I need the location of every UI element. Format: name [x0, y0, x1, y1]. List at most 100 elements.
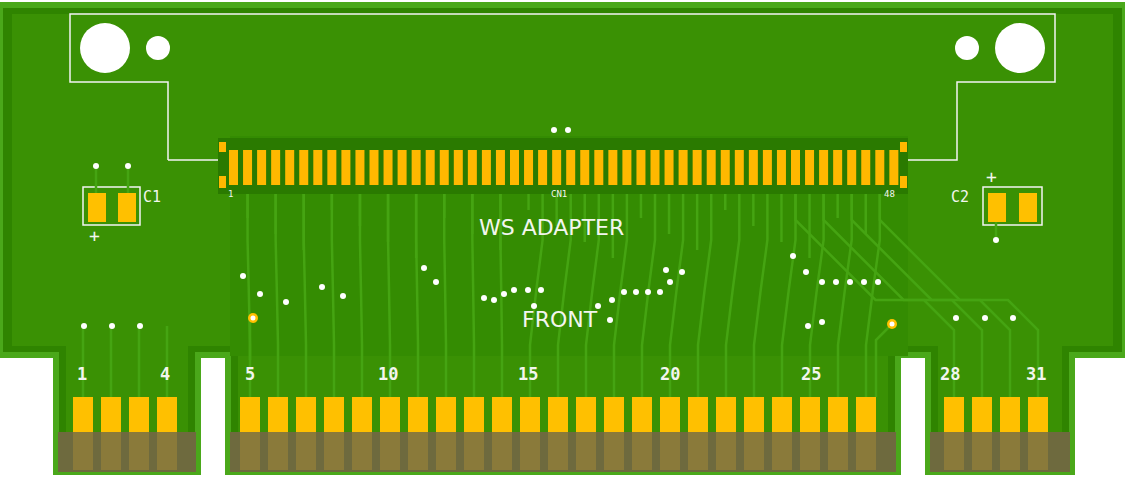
copper-trace — [726, 185, 739, 397]
via — [421, 265, 427, 271]
copper-trace — [880, 185, 1038, 397]
edge-finger — [772, 397, 792, 432]
via — [645, 289, 651, 295]
edge-finger-lower — [688, 432, 708, 470]
copper-trace — [276, 185, 278, 397]
edge-finger-lower — [972, 432, 992, 470]
connector-pad — [552, 150, 561, 185]
via — [501, 291, 507, 297]
copper-trace — [824, 185, 982, 397]
connector-pad — [777, 150, 786, 185]
copper-trace — [696, 185, 699, 250]
edge-finger — [548, 397, 568, 432]
edge-finger — [1000, 397, 1020, 432]
connector-pad — [243, 150, 252, 185]
edge-finger-lower — [352, 432, 372, 470]
finger-number: 15 — [518, 366, 538, 383]
via — [551, 127, 557, 133]
connector-pad — [791, 150, 800, 185]
edge-finger — [492, 397, 512, 432]
via — [679, 269, 685, 275]
edge-finger-lower — [464, 432, 484, 470]
part-designator: CN1 — [551, 190, 567, 199]
via — [663, 267, 669, 273]
edge-finger — [688, 397, 708, 432]
connector-pad — [398, 150, 407, 185]
pcb-board — [0, 5, 1125, 472]
edge-finger-lower — [800, 432, 820, 470]
connector-pads — [218, 138, 908, 194]
via — [81, 323, 87, 329]
connector-pad — [594, 150, 603, 185]
vias — [81, 127, 1016, 329]
connector-pad — [833, 150, 842, 185]
via — [481, 295, 487, 301]
edge-finger — [828, 397, 848, 432]
connector-tab — [900, 142, 907, 152]
connector-pad — [665, 150, 674, 185]
edge-finger-lower — [129, 432, 149, 470]
finger-backing — [230, 432, 896, 472]
connector-pad — [370, 150, 379, 185]
via — [340, 293, 346, 299]
connector-pad — [622, 150, 631, 185]
copper-trace — [304, 185, 306, 397]
edge-finger — [240, 397, 260, 432]
edge-finger-lower — [548, 432, 568, 470]
connector-pad — [679, 150, 688, 185]
connector-pad — [440, 150, 449, 185]
copper-trace — [110, 326, 113, 397]
copper-trace — [796, 185, 955, 397]
via — [538, 287, 544, 293]
finger-backing — [58, 432, 196, 472]
part-designator: C1 — [143, 190, 161, 205]
via — [251, 316, 256, 321]
via — [511, 287, 517, 293]
connector-pad — [271, 150, 280, 185]
connector-pad — [749, 150, 758, 185]
via — [953, 315, 959, 321]
copper-trace — [82, 326, 85, 397]
connector-pad — [721, 150, 730, 185]
finger-number: 20 — [660, 366, 680, 383]
edge-finger — [856, 397, 876, 432]
copper-trace — [416, 185, 418, 397]
edge-finger — [324, 397, 344, 432]
via — [633, 289, 639, 295]
copper-pour — [12, 14, 1113, 470]
part-designator: C2 — [951, 190, 969, 205]
connector-pad — [313, 150, 322, 185]
edge-finger — [408, 397, 428, 432]
connector-pad — [299, 150, 308, 185]
edge-finger — [800, 397, 820, 432]
via — [93, 163, 99, 169]
pin-number: 1 — [228, 190, 233, 199]
via — [993, 237, 999, 243]
via — [525, 287, 531, 293]
finger-number: 10 — [378, 366, 398, 383]
edge-finger — [632, 397, 652, 432]
edge-finger — [380, 397, 400, 432]
via — [137, 323, 143, 329]
connector-pad — [524, 150, 533, 185]
via — [125, 163, 131, 169]
edge-finger — [73, 397, 93, 432]
copper-trace — [303, 185, 306, 250]
copper-trace — [698, 185, 711, 397]
finger-number: 1 — [77, 366, 87, 383]
copper-trace — [808, 185, 811, 258]
connector-pad — [496, 150, 505, 185]
connector-pad — [285, 150, 294, 185]
edge-finger — [972, 397, 992, 432]
finger-number: 28 — [940, 366, 960, 383]
via — [248, 313, 258, 323]
connector-pad — [861, 150, 870, 185]
connector-pad — [707, 150, 716, 185]
via — [890, 322, 895, 327]
finger-number: 4 — [160, 366, 170, 383]
copper-trace — [166, 326, 169, 397]
edge-finger — [744, 397, 764, 432]
via — [805, 323, 811, 329]
via — [433, 279, 439, 285]
edge-finger-lower — [408, 432, 428, 470]
